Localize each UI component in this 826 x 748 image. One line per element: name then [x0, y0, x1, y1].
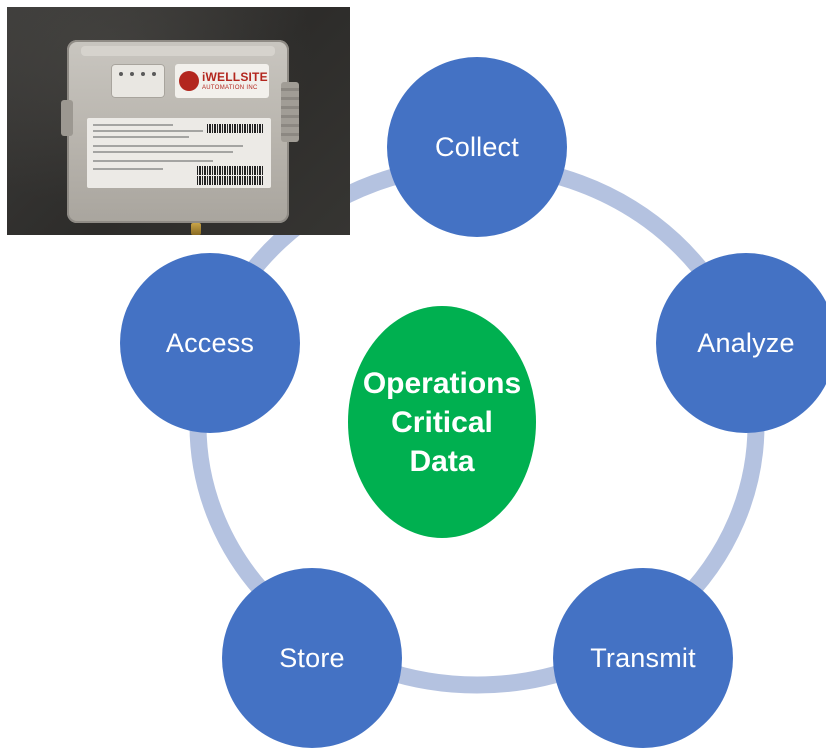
logo-subtext: AUTOMATION INC: [202, 85, 258, 91]
device-photo: iWELLSITE AUTOMATION INC: [7, 7, 350, 235]
center-line: Operations: [362, 366, 522, 400]
logo-mark-icon: [179, 71, 199, 91]
antenna-connector: [191, 223, 201, 235]
center-hub: Operations Critical Data: [348, 306, 536, 538]
logo-text: iWELLSITE: [202, 70, 268, 84]
cycle-node-label: Access: [165, 327, 255, 358]
status-led-panel: [111, 64, 165, 98]
cycle-node-transmit: Transmit: [553, 568, 733, 748]
device-label: [87, 118, 271, 188]
cycle-node-label: Analyze: [697, 327, 795, 358]
cycle-node-analyze: Analyze: [656, 253, 826, 433]
center-line: Critical: [391, 405, 493, 439]
cycle-node-label: Collect: [435, 131, 519, 162]
cycle-node-label: Store: [279, 642, 345, 673]
cycle-node-store: Store: [222, 568, 402, 748]
device-logo: iWELLSITE AUTOMATION INC: [175, 64, 269, 98]
cycle-node-label: Transmit: [590, 642, 696, 673]
center-line: Data: [409, 444, 475, 478]
cycle-node-access: Access: [120, 253, 300, 433]
cycle-node-collect: Collect: [387, 57, 567, 237]
gateway-device: iWELLSITE AUTOMATION INC: [61, 40, 299, 235]
